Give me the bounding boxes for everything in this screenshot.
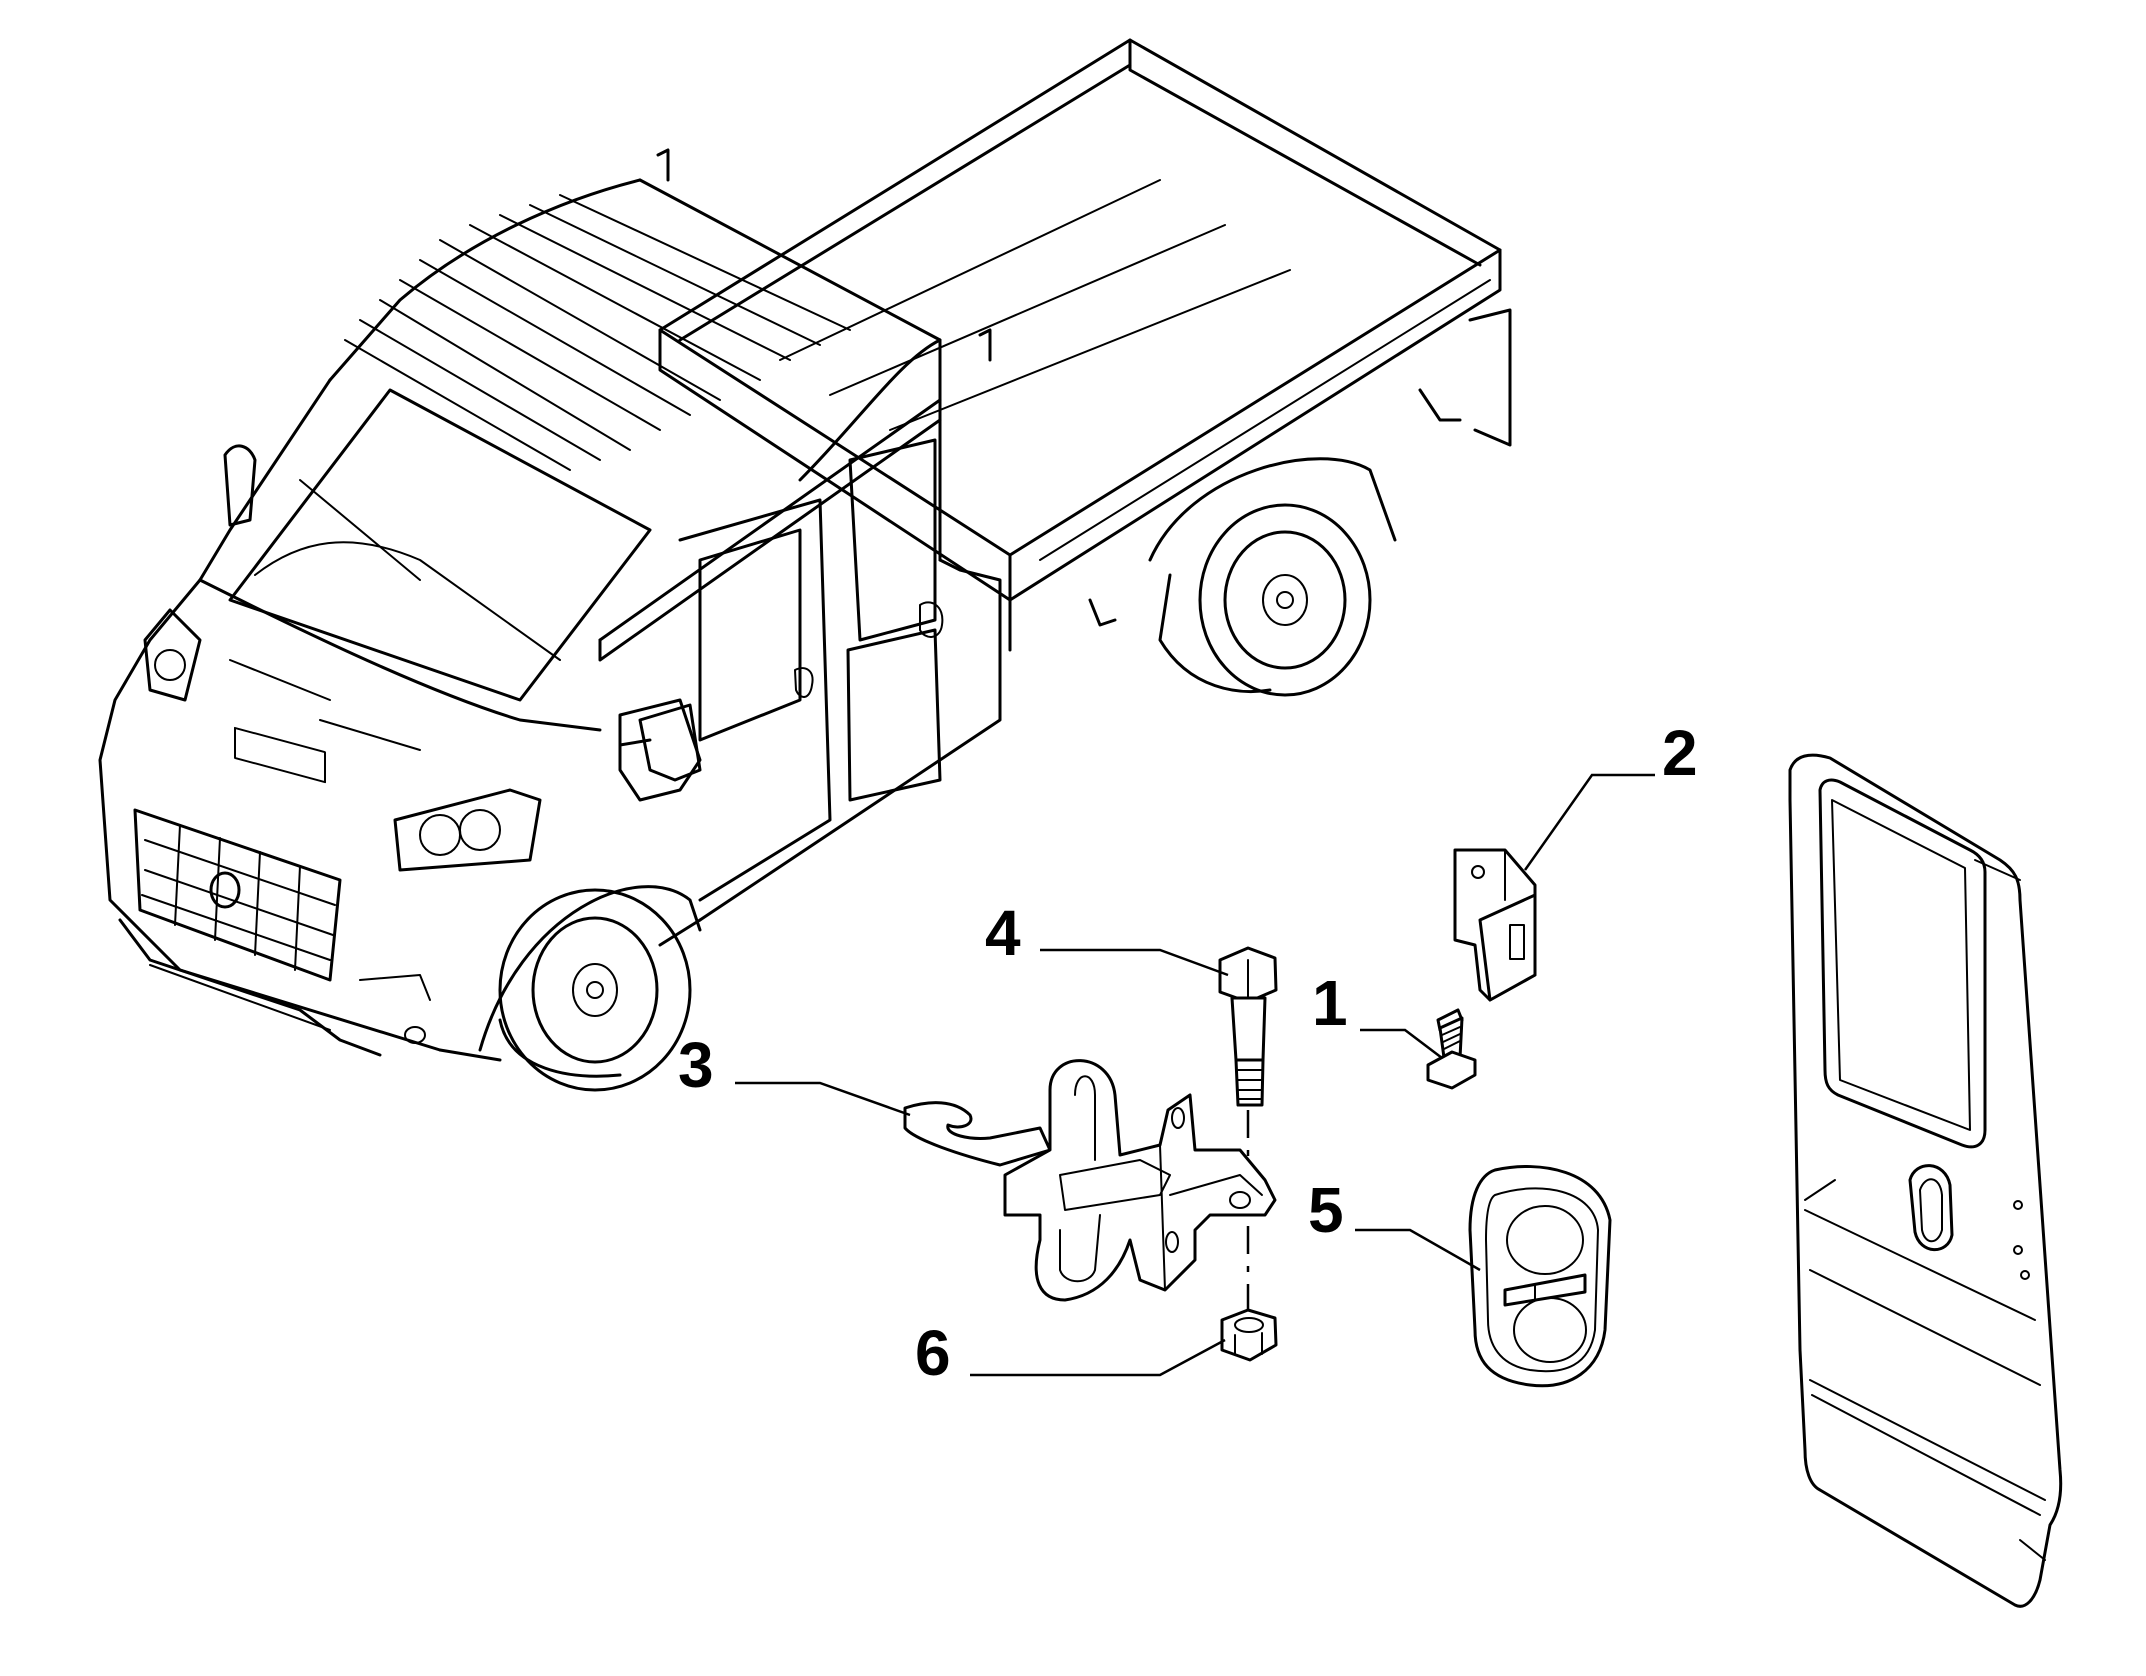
callout-5: 5 — [1308, 1174, 1344, 1246]
cab — [98, 148, 1002, 1092]
leader-4 — [1040, 948, 1229, 977]
callout-numbers: 2 4 1 3 5 6 — [678, 717, 1698, 1389]
leader-2 — [1523, 773, 1655, 871]
door-panel — [1788, 753, 2063, 1608]
callout-1: 1 — [1312, 967, 1348, 1039]
part-4-bolt — [1218, 946, 1278, 1310]
leader-1 — [1360, 1028, 1443, 1059]
part-5-rubber-stop — [1468, 1165, 1612, 1388]
part-2-bracket — [1453, 848, 1537, 1002]
cargo-bed — [658, 38, 1512, 652]
callout-6: 6 — [915, 1317, 951, 1389]
part-3-door-check — [903, 1059, 1277, 1302]
truck-illustration — [98, 38, 1512, 1092]
part-1-screw — [1426, 1008, 1477, 1090]
callout-2: 2 — [1662, 717, 1698, 789]
leader-6 — [970, 1338, 1226, 1377]
callout-3: 3 — [678, 1029, 714, 1101]
rear-wheel — [1148, 457, 1397, 697]
leader-3 — [735, 1081, 911, 1117]
callout-4: 4 — [985, 897, 1021, 969]
leader-5 — [1355, 1228, 1481, 1272]
leader-lines — [735, 773, 1655, 1377]
part-6-nut — [1220, 1308, 1278, 1362]
